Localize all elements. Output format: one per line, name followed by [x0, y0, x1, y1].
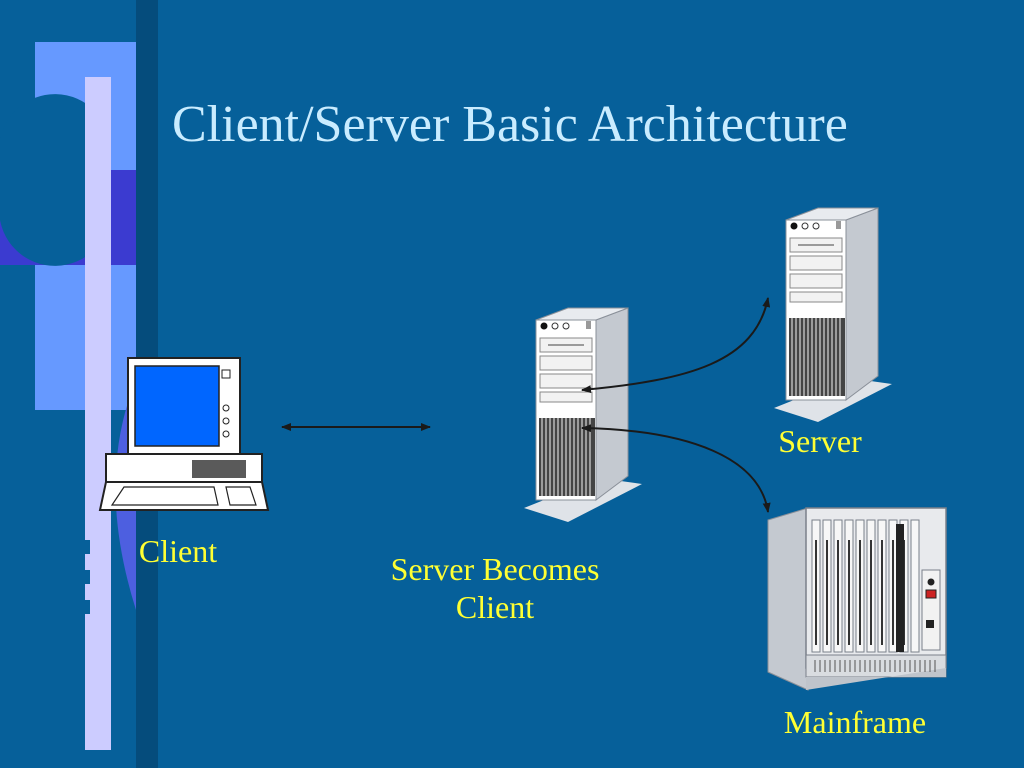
- mainframe-icon: [767, 507, 947, 691]
- mainframe-label: Mainframe: [783, 704, 927, 740]
- server-label: Server: [778, 423, 862, 459]
- server-to-mainframe-arrow: [581, 424, 771, 513]
- server-becomes-client-line1: Server Becomes: [390, 551, 600, 587]
- server-tower-icon: [773, 207, 893, 423]
- server-to-server-arrow: [581, 297, 771, 394]
- server-becomes-client-line2: Client: [455, 589, 535, 626]
- server-tower-icon: [523, 307, 643, 523]
- client-label: Client: [138, 533, 218, 569]
- server-becomes-client-label: Server Becomes Client: [350, 550, 640, 627]
- client-computer-icon: [98, 357, 270, 511]
- slide-title: Client/Server Basic Architecture: [172, 96, 848, 153]
